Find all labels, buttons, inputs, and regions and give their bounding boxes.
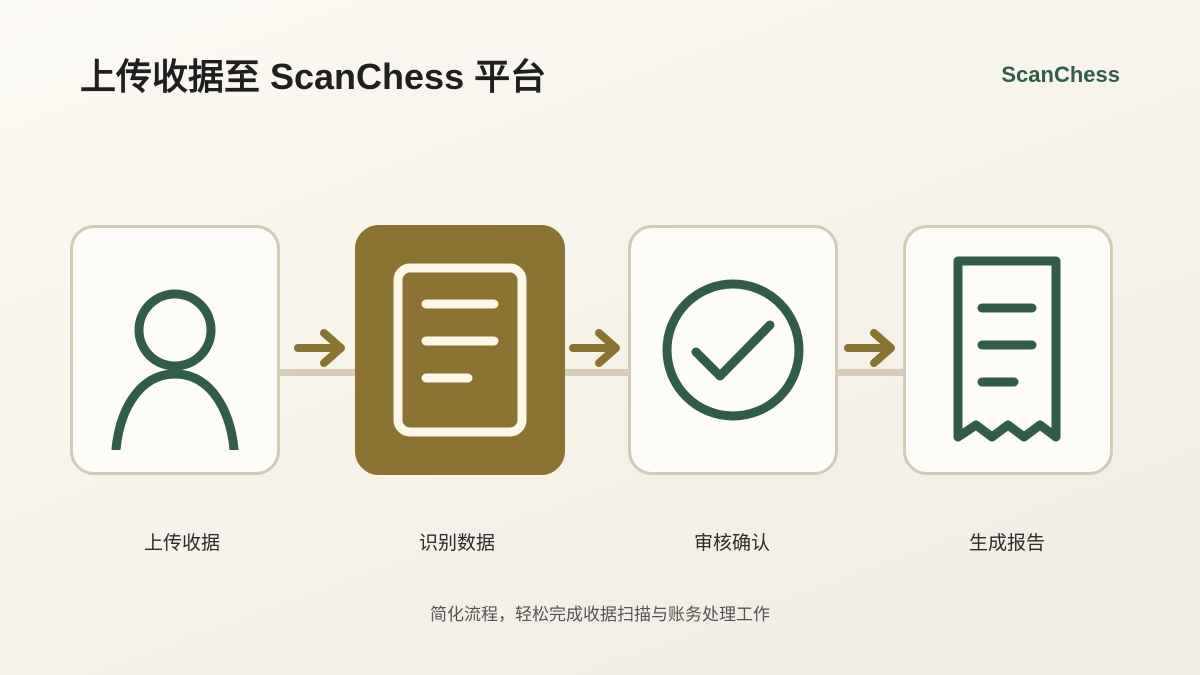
arrow-right-icon — [294, 329, 345, 367]
step-card-report[interactable] — [903, 225, 1113, 475]
arrow-right-icon — [844, 329, 895, 367]
arrow-right-icon — [569, 329, 620, 367]
flow-connector — [280, 369, 910, 376]
document-icon — [393, 263, 527, 437]
step-label-upload: 上传收据 — [143, 533, 220, 554]
user-icon — [111, 289, 239, 450]
step-card-review[interactable] — [628, 225, 838, 475]
receipt-icon — [953, 256, 1061, 441]
step-card-upload[interactable] — [70, 225, 280, 475]
page-title: 上传收据至 ScanChess 平台 — [80, 56, 547, 97]
step-card-recognize[interactable] — [355, 225, 565, 475]
step-label-recognize: 识别数据 — [418, 533, 495, 554]
check-circle-icon — [662, 279, 804, 421]
footer-caption: 简化流程，轻松完成收据扫描与账务处理工作 — [430, 605, 770, 624]
brand-logo: ScanChess — [1001, 62, 1120, 87]
step-label-review: 审核确认 — [693, 533, 770, 554]
step-label-report: 生成报告 — [968, 533, 1045, 554]
